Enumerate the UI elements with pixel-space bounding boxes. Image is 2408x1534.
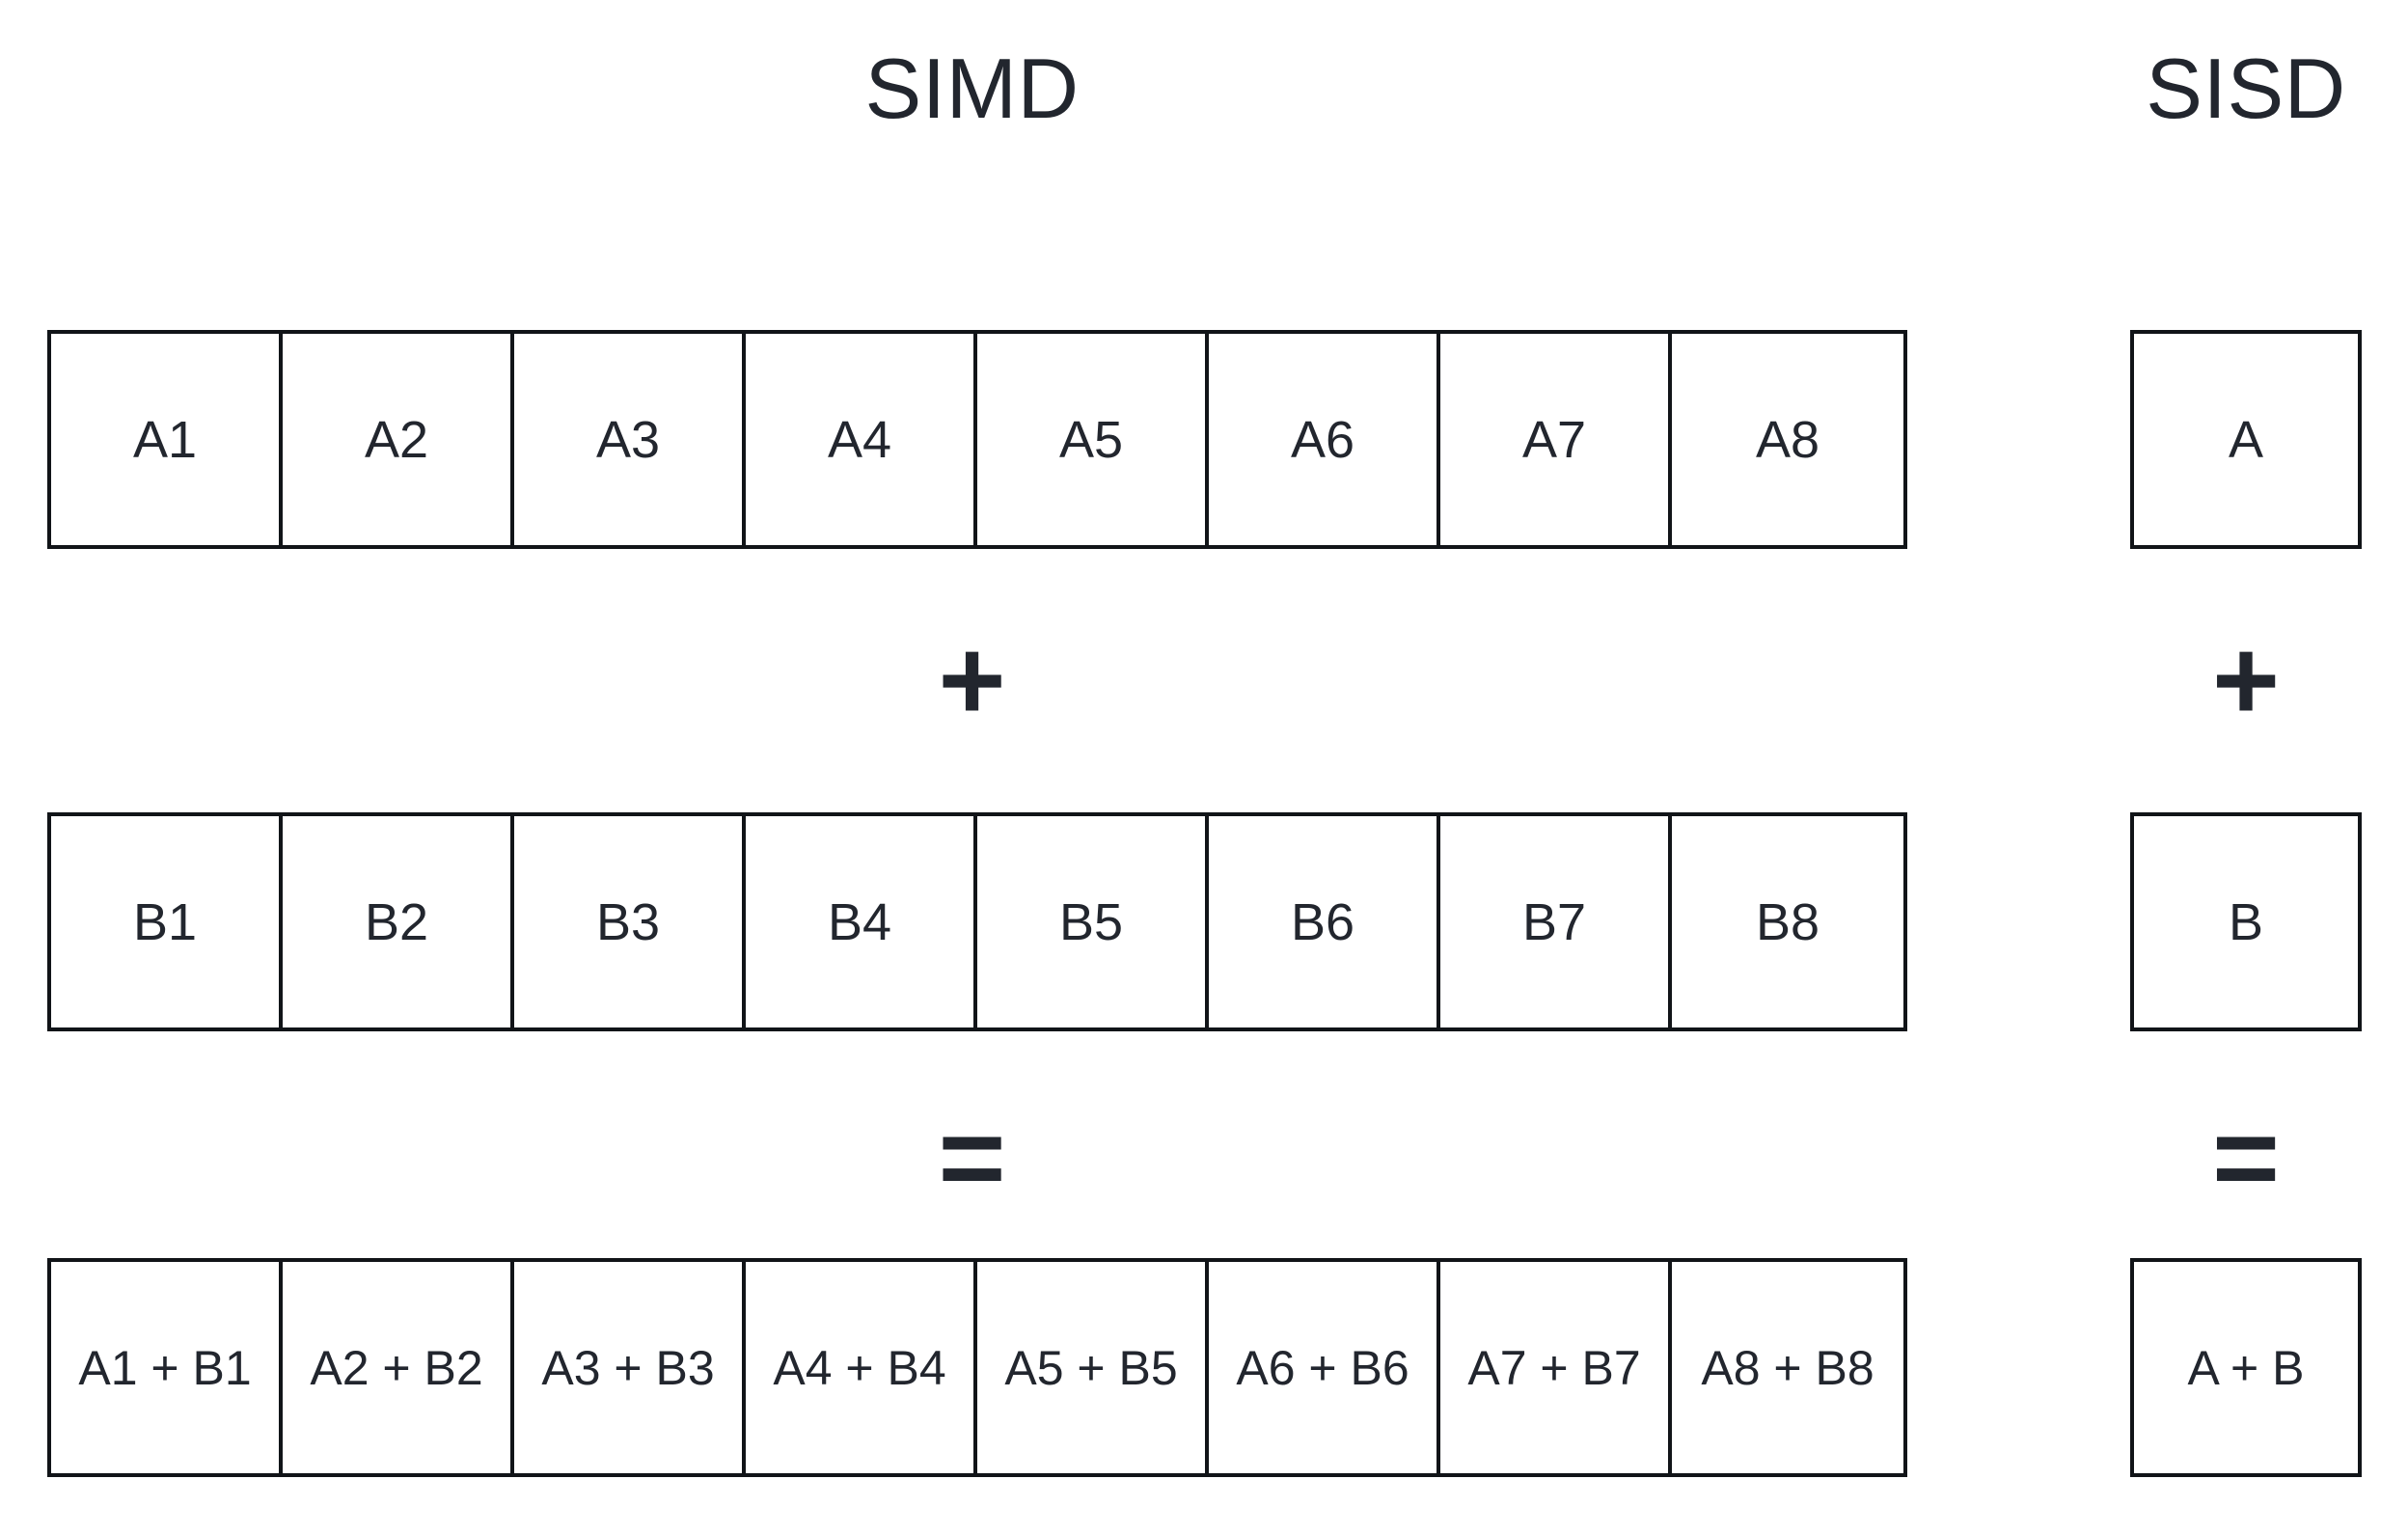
cell-label: A3 + B3 <box>541 1340 715 1395</box>
simd-plus-operator-icon: + <box>938 616 1006 745</box>
simd-vector-a: A1 A2 A3 A4 A5 A6 A7 A8 <box>47 330 1907 549</box>
simd-cell-result-8[interactable]: A8 + B8 <box>1672 1262 1903 1473</box>
cell-label: A7 + B7 <box>1467 1340 1641 1395</box>
simd-cell-a3[interactable]: A3 <box>514 334 746 545</box>
cell-label: A <box>2228 410 2264 469</box>
cell-label: A1 <box>132 410 198 469</box>
cell-label: A8 + B8 <box>1701 1340 1874 1395</box>
cell-label: A5 <box>1058 410 1124 469</box>
simd-cell-result-7[interactable]: A7 + B7 <box>1440 1262 1672 1473</box>
simd-vector-result: A1 + B1 A2 + B2 A3 + B3 A4 + B4 A5 + B5 … <box>47 1258 1907 1477</box>
simd-cell-result-2[interactable]: A2 + B2 <box>283 1262 514 1473</box>
simd-cell-b1[interactable]: B1 <box>51 816 283 1027</box>
cell-label: A8 <box>1755 410 1820 469</box>
cell-label: B5 <box>1058 892 1124 951</box>
simd-vector-b: B1 B2 B3 B4 B5 B6 B7 B8 <box>47 812 1907 1031</box>
cell-label: B2 <box>364 892 429 951</box>
cell-label: B6 <box>1290 892 1355 951</box>
simd-column-title: SIMD <box>864 41 1080 136</box>
simd-cell-b3[interactable]: B3 <box>514 816 746 1027</box>
simd-cell-b2[interactable]: B2 <box>283 816 514 1027</box>
sisd-box-b[interactable]: B <box>2130 812 2362 1031</box>
cell-label: B7 <box>1521 892 1587 951</box>
cell-label: B <box>2228 892 2264 951</box>
sisd-column-title: SISD <box>2146 41 2346 136</box>
simd-cell-a1[interactable]: A1 <box>51 334 283 545</box>
cell-label: A + B <box>2187 1340 2305 1395</box>
sisd-plus-operator-icon: + <box>2211 616 2281 745</box>
cell-label: A1 + B1 <box>78 1340 252 1395</box>
simd-cell-result-6[interactable]: A6 + B6 <box>1209 1262 1440 1473</box>
simd-cell-b6[interactable]: B6 <box>1209 816 1440 1027</box>
simd-cell-result-4[interactable]: A4 + B4 <box>746 1262 977 1473</box>
sisd-box-result[interactable]: A + B <box>2130 1258 2362 1477</box>
cell-label: B8 <box>1755 892 1820 951</box>
simd-cell-b8[interactable]: B8 <box>1672 816 1903 1027</box>
simd-cell-a8[interactable]: A8 <box>1672 334 1903 545</box>
cell-label: A7 <box>1521 410 1587 469</box>
operand-b-row: B1 B2 B3 B4 B5 B6 B7 B8 <box>0 812 2408 1031</box>
simd-cell-result-3[interactable]: A3 + B3 <box>514 1262 746 1473</box>
cell-label: A2 <box>364 410 429 469</box>
simd-cell-result-1[interactable]: A1 + B1 <box>51 1262 283 1473</box>
result-row: A1 + B1 A2 + B2 A3 + B3 A4 + B4 A5 + B5 … <box>0 1258 2408 1477</box>
cell-label: A5 + B5 <box>1004 1340 1178 1395</box>
simd-cell-a5[interactable]: A5 <box>977 334 1209 545</box>
operand-a-row: A1 A2 A3 A4 A5 A6 A7 A8 <box>0 330 2408 549</box>
sisd-box-a[interactable]: A <box>2130 330 2362 549</box>
cell-label: A4 + B4 <box>773 1340 946 1395</box>
simd-cell-b7[interactable]: B7 <box>1440 816 1672 1027</box>
simd-equals-operator-icon: = <box>938 1093 1006 1222</box>
cell-label: A4 <box>827 410 892 469</box>
cell-label: A2 + B2 <box>310 1340 483 1395</box>
cell-label: B3 <box>595 892 661 951</box>
cell-label: B4 <box>827 892 892 951</box>
simd-cell-a7[interactable]: A7 <box>1440 334 1672 545</box>
simd-cell-a2[interactable]: A2 <box>283 334 514 545</box>
cell-label: A3 <box>595 410 661 469</box>
cell-label: B1 <box>132 892 198 951</box>
simd-cell-result-5[interactable]: A5 + B5 <box>977 1262 1209 1473</box>
cell-label: A6 + B6 <box>1236 1340 1409 1395</box>
simd-cell-b5[interactable]: B5 <box>977 816 1209 1027</box>
simd-cell-b4[interactable]: B4 <box>746 816 977 1027</box>
cell-label: A6 <box>1290 410 1355 469</box>
sisd-equals-operator-icon: = <box>2211 1093 2281 1222</box>
simd-cell-a4[interactable]: A4 <box>746 334 977 545</box>
simd-cell-a6[interactable]: A6 <box>1209 334 1440 545</box>
